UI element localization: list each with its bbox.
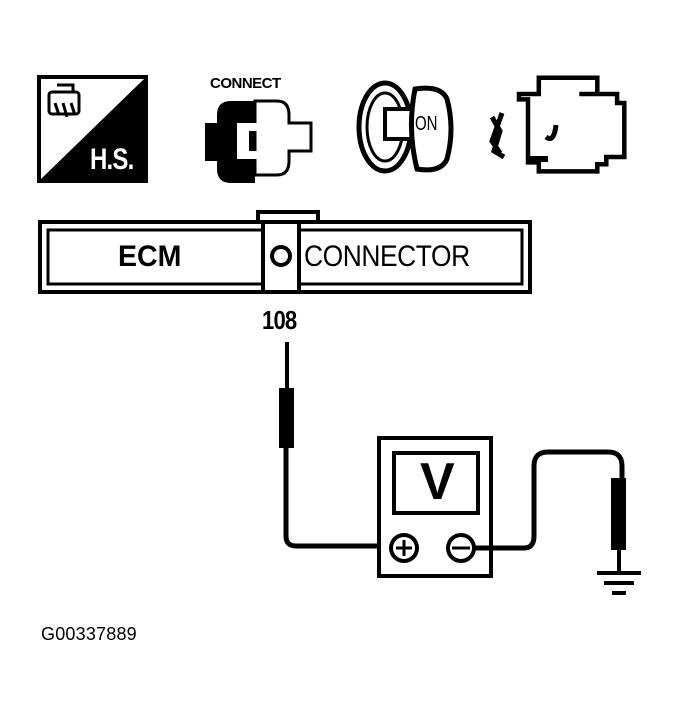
terminal-number: 108 <box>262 305 297 335</box>
ignition-key-icon: ON <box>355 75 460 175</box>
ecm-connector: ECM CONNECTOR <box>38 208 532 294</box>
engine-icon <box>488 75 633 175</box>
ecm-label: ECM <box>118 240 182 273</box>
hot-soak-icon: H.S. <box>37 75 148 183</box>
connect-icon: CONNECT <box>200 75 320 185</box>
connect-label: CONNECT <box>210 75 281 92</box>
figure-id: G00337889 <box>41 624 137 644</box>
hot-soak-label: H.S. <box>90 143 134 176</box>
connector-label: CONNECTOR <box>304 240 470 273</box>
icon-row: H.S. CONNECT ON <box>0 0 679 200</box>
ground-icon <box>597 571 641 595</box>
ignition-on-label: ON <box>415 113 438 135</box>
voltmeter-display-label: V <box>420 453 455 511</box>
